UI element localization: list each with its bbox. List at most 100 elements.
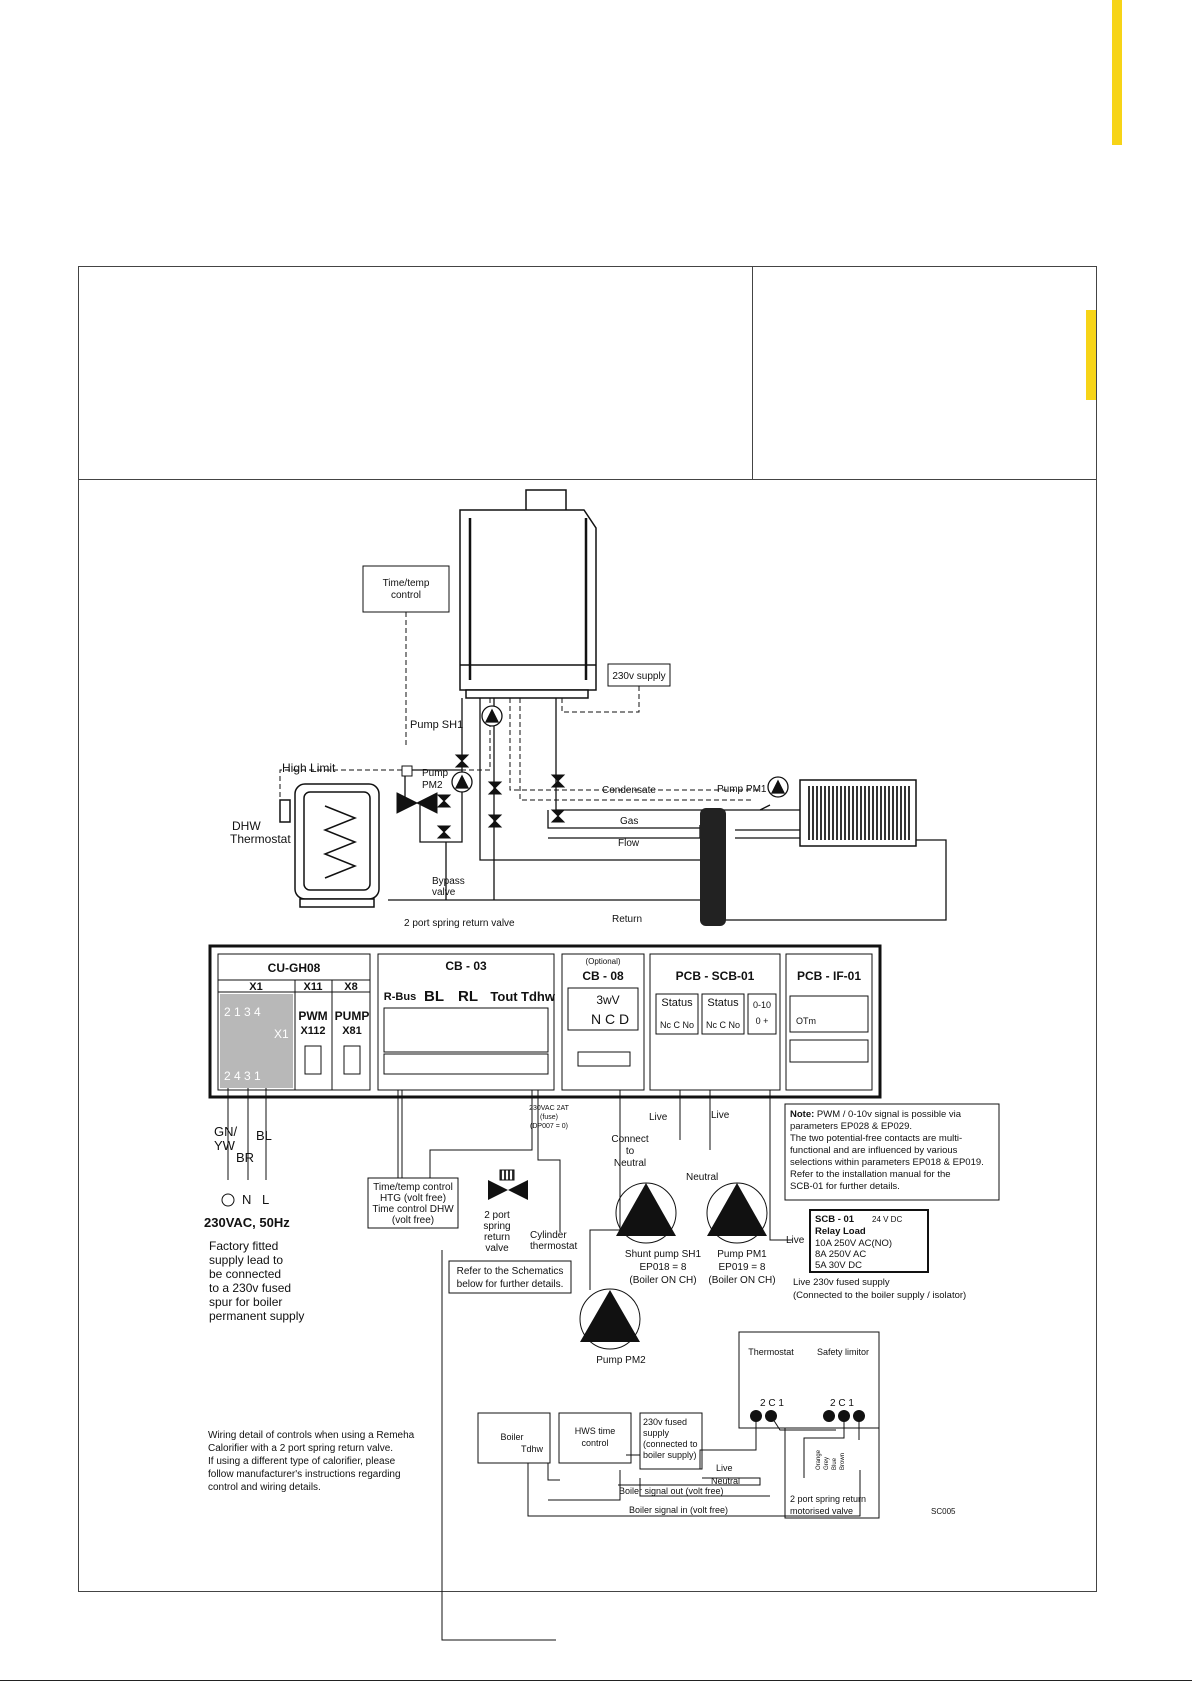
hws-2: control xyxy=(581,1438,608,1448)
live-label-2: Live xyxy=(711,1110,730,1121)
two-port-3: return xyxy=(484,1232,510,1243)
factory-note-6: permanent supply xyxy=(209,1309,304,1323)
hws-1: HWS time xyxy=(575,1426,616,1436)
l-label: L xyxy=(262,1192,269,1207)
status-label-2: Status xyxy=(707,997,739,1009)
br-label: BR xyxy=(236,1150,254,1165)
time-temp-line1: Time/temp xyxy=(383,578,430,589)
wiring-detail-2: Calorifier with a 2 port spring return v… xyxy=(208,1443,393,1454)
relay-line-2: 8A 250V AC xyxy=(815,1249,866,1260)
ncno-label-2: Nc C No xyxy=(706,1020,740,1030)
rbus-label: R-Bus xyxy=(384,991,416,1003)
safety-terms: 2 C 1 xyxy=(830,1398,854,1409)
return-label: Return xyxy=(612,914,642,925)
bypass-label-2: valve xyxy=(432,887,456,898)
wire-grey: Grey xyxy=(824,1457,830,1470)
fused-2: supply xyxy=(643,1428,670,1438)
scb-title: SCB - 01 xyxy=(815,1214,855,1225)
header-column-divider xyxy=(752,267,753,479)
tt-box-2: HTG (volt free) xyxy=(380,1193,446,1204)
bl-wire-label: BL xyxy=(256,1128,272,1143)
figure-frame xyxy=(78,266,1097,1592)
accent-bar-side xyxy=(1086,310,1097,400)
valve-symbols xyxy=(396,754,566,839)
scb-dc: 24 V DC xyxy=(872,1215,902,1224)
factory-note-5: spur for boiler xyxy=(209,1295,282,1309)
radiator xyxy=(799,779,917,847)
low-loss-header xyxy=(700,808,726,926)
pump-label: PUMP xyxy=(335,1009,370,1023)
wiring-labels: GN/ YW BR BL N L 230VAC, 50Hz Factory fi… xyxy=(204,1103,1000,1366)
shunt-2: EP018 = 8 xyxy=(640,1262,687,1273)
cu-gh08-title: CU-GH08 xyxy=(268,961,321,975)
pump-symbols xyxy=(451,705,789,798)
code-label: SC005 xyxy=(931,1507,956,1516)
note-line-2: parameters EP028 & EP029. xyxy=(790,1121,912,1132)
x1-bottom-terminals: 2 4 3 1 xyxy=(224,1069,261,1083)
pump-sh1-label: Pump SH1 xyxy=(410,719,463,731)
pcb-scb01-title: PCB - SCB-01 xyxy=(676,969,755,983)
pump-pm2-wire-label: Pump PM2 xyxy=(596,1355,646,1366)
wiring-detail-3: If using a different type of calorifier,… xyxy=(208,1456,396,1467)
refer-note-2: below for further details. xyxy=(457,1279,564,1290)
fused-4: boiler supply) xyxy=(643,1450,697,1460)
flow-label: Flow xyxy=(618,838,640,849)
pcb-if01-title: PCB - IF-01 xyxy=(797,969,861,983)
yw-label: YW xyxy=(214,1138,236,1153)
live-label-1: Live xyxy=(649,1112,668,1123)
factory-note-3: be connected xyxy=(209,1267,281,1281)
two-port-valve-label: 2 port spring return valve xyxy=(404,918,515,929)
valve-1: 2 port spring return xyxy=(790,1494,866,1504)
boiler-label: Boiler xyxy=(500,1432,523,1442)
schem-live: Live xyxy=(716,1463,733,1473)
accent-bar-top xyxy=(1112,0,1122,145)
wire-brown: Brown xyxy=(840,1453,846,1470)
x112-label: X112 xyxy=(300,1025,325,1037)
tt-box-1: Time/temp control xyxy=(373,1182,453,1193)
safety-limitor-label: Safety limitor xyxy=(817,1347,869,1357)
live-supply-1: Live 230v fused supply xyxy=(793,1277,890,1288)
wiring-detail-5: control and wiring details. xyxy=(208,1482,321,1493)
x1-top-terminals: 2 1 3 4 xyxy=(224,1005,261,1019)
ncd-label: N C D xyxy=(591,1011,629,1027)
supply-wires xyxy=(221,1088,792,1641)
rl-label: RL xyxy=(458,988,478,1005)
relay-line-3: 5A 30V DC xyxy=(815,1260,862,1271)
note-line-5: selections within parameters EP018 & EP0… xyxy=(790,1157,984,1168)
live-supply-2: (Connected to the boiler supply / isolat… xyxy=(793,1290,966,1301)
x11-header: X11 xyxy=(304,981,323,993)
top-labels: Pump SH1 High Limit Pump PM2 DHW Thermos… xyxy=(230,719,767,929)
two-port-1: 2 port xyxy=(484,1210,510,1221)
pump-pm2-label-2: PM2 xyxy=(422,780,443,791)
supply-230v-label: 230v supply xyxy=(612,671,665,682)
pipework xyxy=(388,698,947,921)
connect-1: Connect xyxy=(611,1134,648,1145)
calorifier-cylinder xyxy=(279,783,380,908)
note-line-7: SCB-01 for further details. xyxy=(790,1181,900,1192)
x81-label: X81 xyxy=(342,1025,362,1037)
pm1-1: Pump PM1 xyxy=(717,1249,767,1260)
otm-label: OTm xyxy=(796,1016,816,1026)
factory-note-1: Factory fitted xyxy=(209,1239,278,1253)
high-limit-label: High Limit xyxy=(282,761,336,775)
tdhw-schem-label: Tdhw xyxy=(521,1444,544,1454)
note-title: Note: xyxy=(790,1109,814,1120)
pm1-2: EP019 = 8 xyxy=(719,1262,766,1273)
time-temp-control-box: Time/temp control xyxy=(362,565,450,613)
live-label-3: Live xyxy=(786,1235,805,1246)
wiring-detail-1: Wiring detail of controls when using a R… xyxy=(208,1430,415,1441)
schematic: Thermostat Safety limitor 2 C 1 2 C 1 Wi… xyxy=(208,1331,956,1519)
bl-label: BL xyxy=(424,988,444,1005)
fused-3: (connected to xyxy=(643,1439,698,1449)
schem-neutral: Neutral xyxy=(711,1476,740,1486)
tt-box-3: Time control DHW xyxy=(372,1204,454,1215)
wire-blue: Blue xyxy=(832,1457,838,1470)
header-divider xyxy=(79,479,1096,480)
valve-2: motorised valve xyxy=(790,1506,853,1516)
supply-230v-box: 230v supply xyxy=(607,663,671,687)
cylinder-2: thermostat xyxy=(530,1241,577,1252)
thermostat-label: Thermostat xyxy=(748,1347,794,1357)
optional-label: (Optional) xyxy=(585,957,620,966)
condensate-label: Condensate xyxy=(602,785,656,796)
